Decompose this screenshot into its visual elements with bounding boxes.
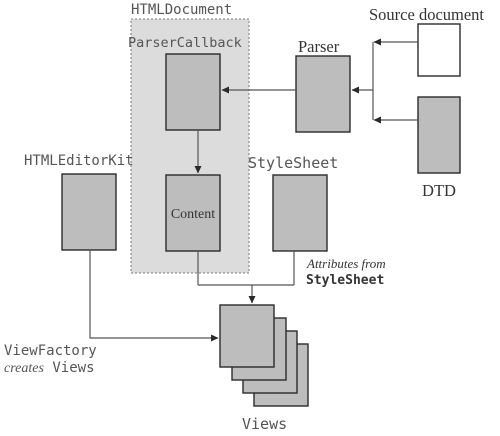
parser-callback-box (165, 53, 221, 131)
html-editor-kit-label: HTMLEditorKit (24, 153, 134, 169)
attributes-from-label: Attributes from (306, 256, 386, 271)
source-document-label: Source document (369, 5, 484, 24)
parser-label: Parser (298, 37, 340, 56)
source-document-box (417, 23, 461, 77)
creates-views-label: creates Views (4, 360, 95, 376)
dtd-box (417, 96, 461, 174)
style-sheet-box (272, 174, 328, 252)
parser-callback-label: ParserCallback (128, 35, 242, 51)
content-box (165, 174, 221, 252)
html-document-label: HTMLDocument (131, 2, 232, 18)
view-box-1 (219, 304, 275, 368)
content-label: Content (171, 207, 215, 222)
editorkit-to-views-arrow (89, 250, 219, 342)
dtd-label: DTD (422, 181, 456, 200)
views-label: Views (242, 415, 287, 433)
style-sheet-label: StyleSheet (248, 154, 338, 172)
html-editor-kit-box (61, 173, 117, 251)
parser-box (295, 55, 351, 133)
view-factory-label: ViewFactory (4, 343, 97, 359)
attributes-source-label: StyleSheet (306, 273, 384, 288)
